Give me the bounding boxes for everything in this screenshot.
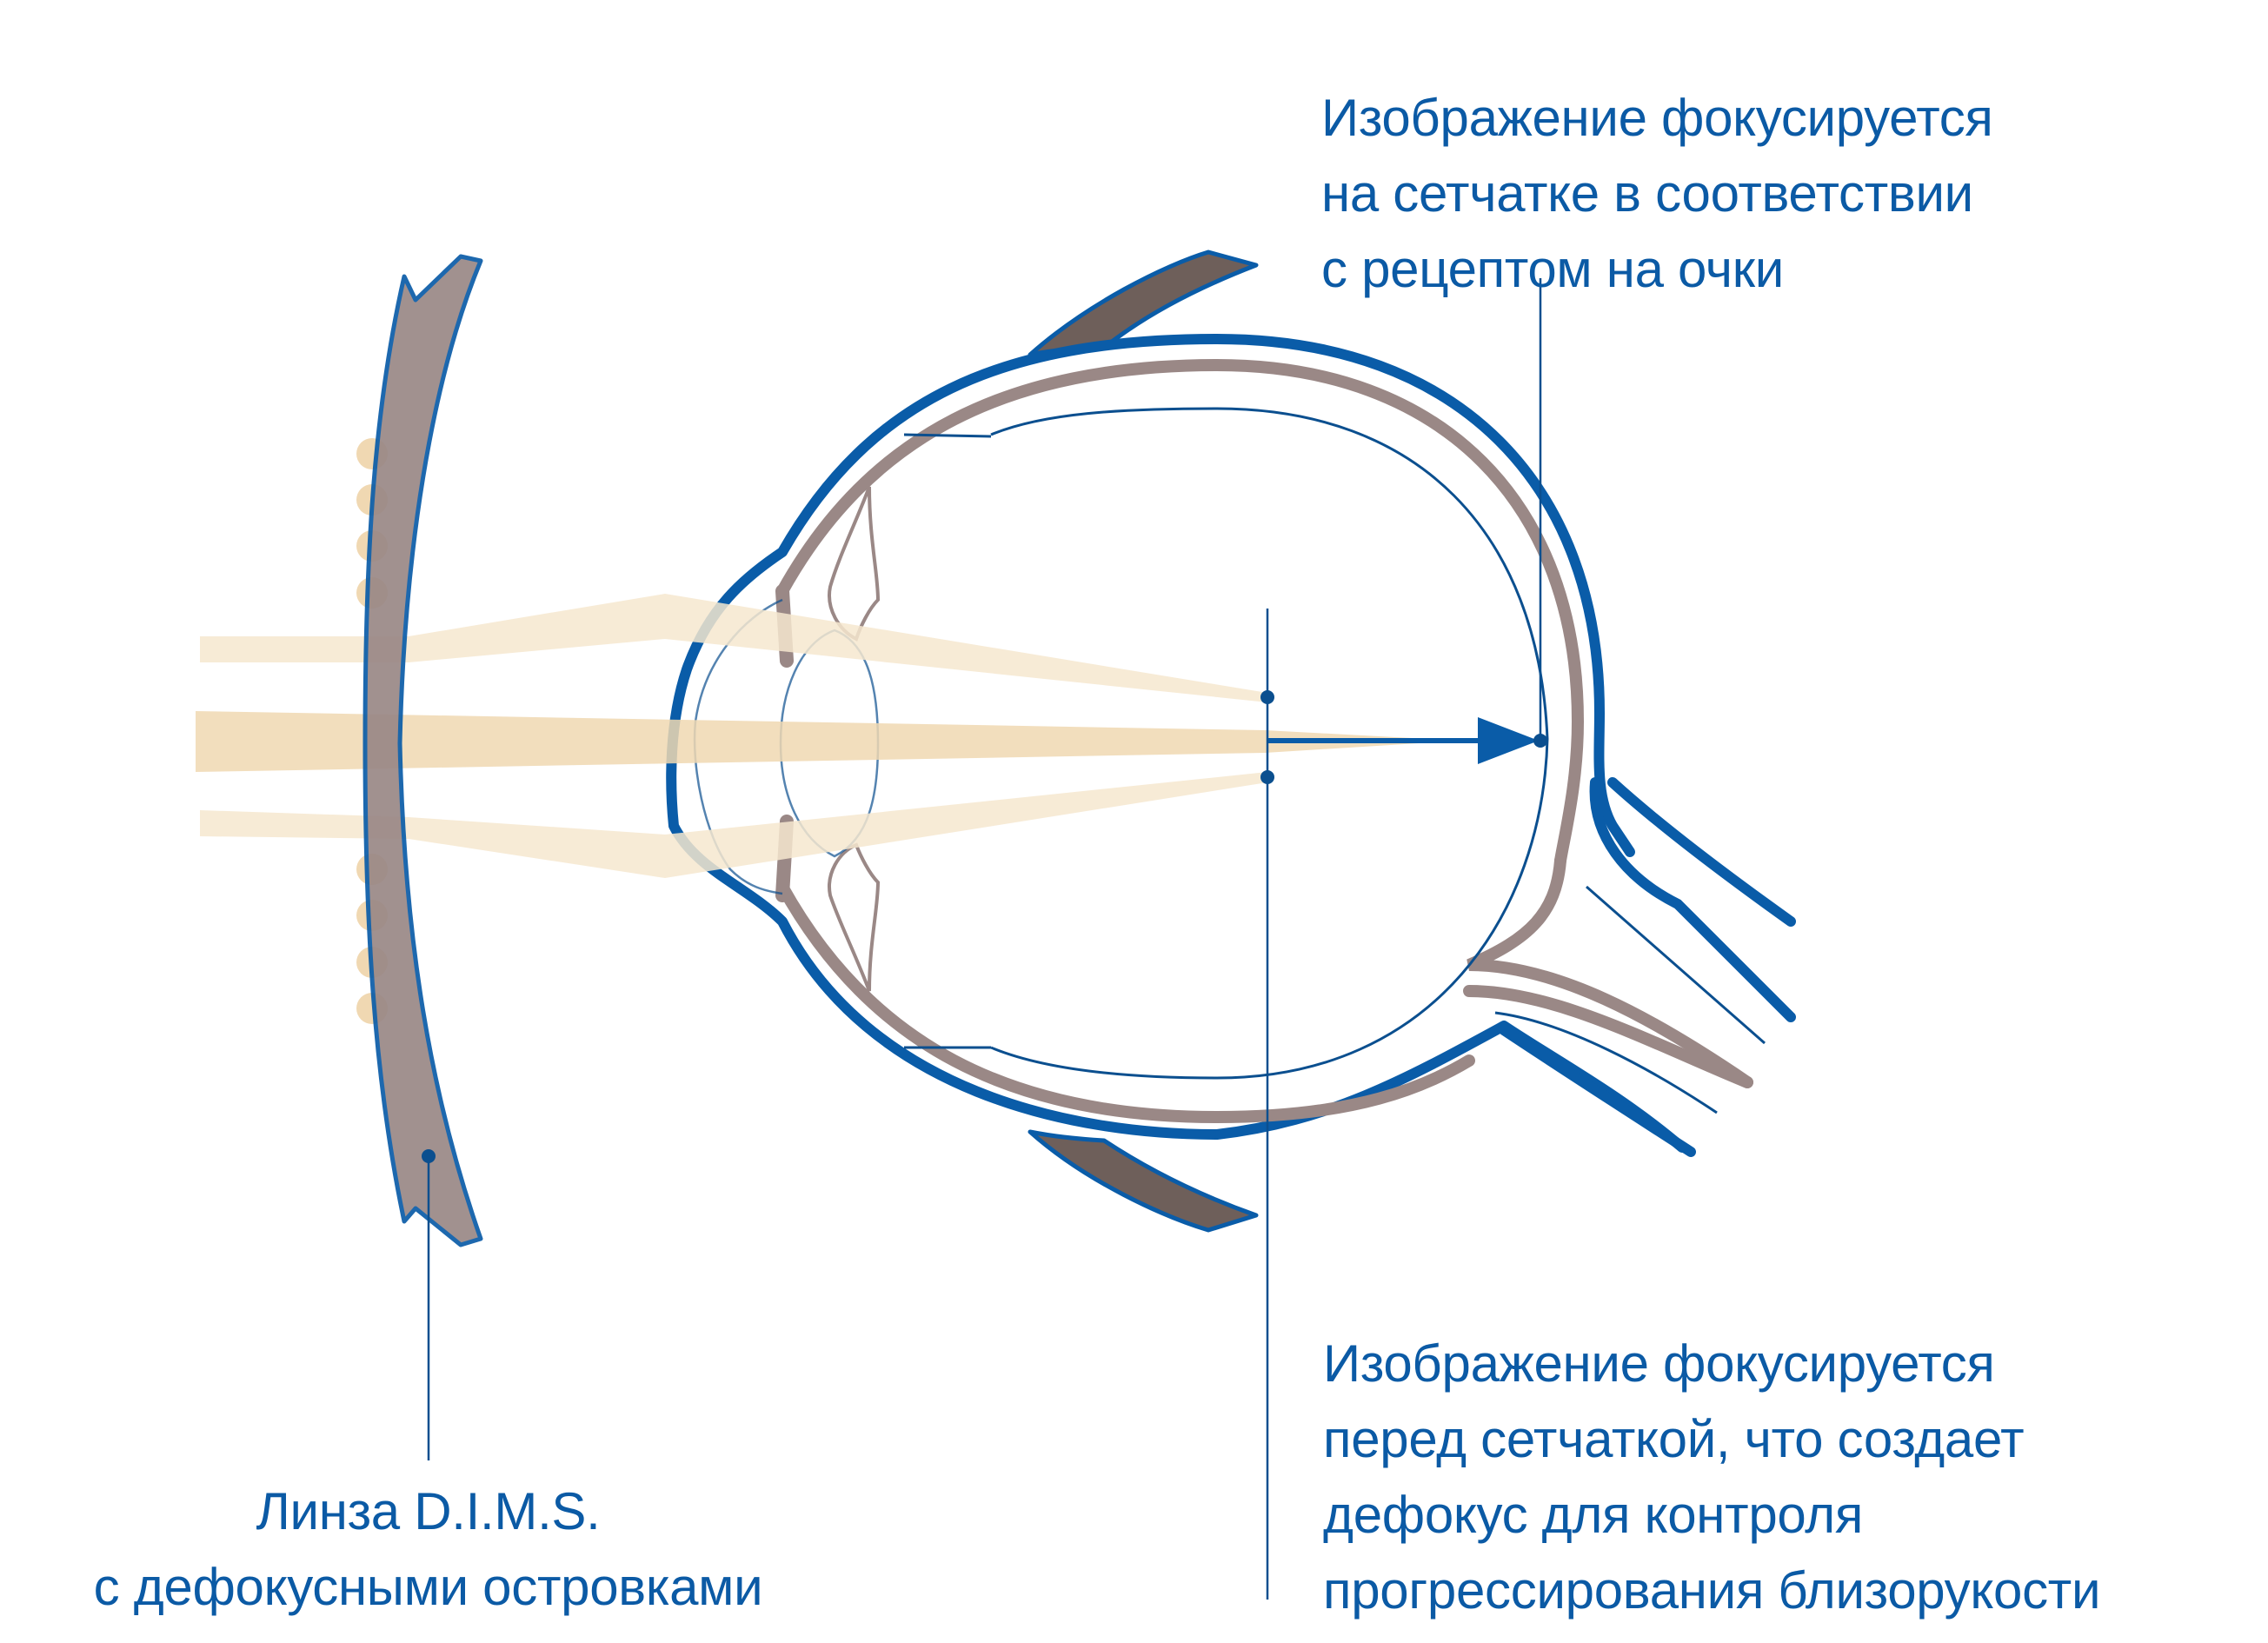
optic-nerve	[1463, 777, 1796, 1157]
retina-left-top	[903, 433, 992, 438]
focus-arrow	[1267, 717, 1547, 764]
beam-upper	[200, 594, 1267, 702]
crystalline-lens	[779, 629, 880, 858]
defocus-line-2: перед сетчаткой, что создает	[1323, 1410, 2025, 1468]
lower-eyelid	[1028, 1129, 1259, 1233]
lens-point	[422, 1149, 436, 1163]
dims-lens-label: Линза D.I.M.S. с дефокусными островками	[0, 1473, 856, 1625]
retina-focus-line-2: на сетчатке в соответствии	[1321, 164, 1973, 223]
optic-nerve-fibre-2	[1494, 1011, 1718, 1114]
eyelids	[1028, 249, 1259, 1233]
dims-lens-line-1: Линза D.I.M.S.	[256, 1482, 601, 1540]
choroid-layer	[776, 358, 1585, 1124]
optic-nerve-fibre-1	[1586, 885, 1766, 1045]
dims-lens	[356, 254, 483, 1247]
retina-focus-line-3: с рецептом на очки	[1321, 240, 1784, 298]
retina-focus-line-1: Изображение фокусируется	[1321, 89, 1993, 147]
optic-nerve-tissue	[1467, 855, 1753, 1088]
beam-lower	[200, 772, 1267, 878]
defocus-line-3: дефокус для контроля	[1323, 1486, 1864, 1544]
optic-nerve-upper-edge	[1589, 777, 1796, 1022]
retina-focus-label: Изображение фокусируется на сетчатке в с…	[1321, 80, 1993, 307]
beam-center	[196, 711, 1460, 772]
optic-nerve-tissue-lower	[1463, 985, 1753, 1088]
light-beams	[196, 594, 1460, 878]
retina-line	[990, 407, 1549, 1080]
leader-lines	[422, 278, 1542, 1600]
dims-lens-body	[362, 254, 483, 1247]
focus-arrow-head	[1478, 717, 1539, 764]
dims-lens-line-2: с дефокусными островками	[93, 1558, 763, 1616]
defocus-line-4: прогрессирования близорукости	[1323, 1561, 2101, 1620]
defocus-line-1: Изображение фокусируется	[1323, 1334, 1995, 1393]
defocus-point-bottom	[1260, 770, 1274, 784]
defocus-point-top	[1260, 690, 1274, 704]
defocus-label: Изображение фокусируется перед сетчаткой…	[1323, 1326, 2100, 1628]
optic-nerve-lower-edge	[1499, 1025, 1696, 1157]
